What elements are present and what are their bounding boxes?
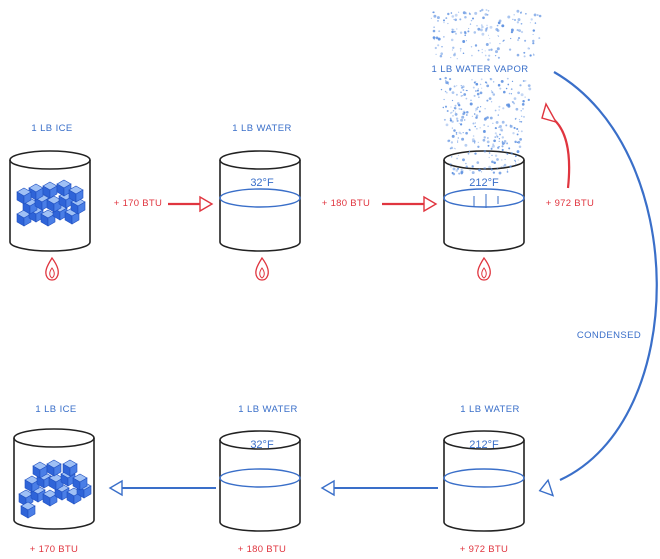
condensed-arrow [538,71,658,497]
vaporize-energy-label: + 972 BTU [546,198,594,209]
top-ice-label: 1 LB ICE [31,123,72,134]
flame-icon [255,257,270,281]
top-water-label: 1 LB WATER [232,123,291,134]
bottom-hot-water-container [443,430,525,532]
arrow-ice-to-water [168,195,214,213]
condense-energy-label: + 972 BTU [460,544,508,555]
top-ice-container [9,150,91,252]
arrow-boiling-to-vapor [541,102,571,189]
top-boiling-container [443,150,525,252]
cool-energy-label: + 180 BTU [238,544,286,555]
bottom-ice-container [13,428,95,530]
vapor-label: 1 LB WATER VAPOR [431,64,528,75]
arrow-hot-to-cold [320,479,438,497]
top-boiling-temp: 212°F [469,177,499,189]
flame-icon [45,257,60,281]
arrow-cold-to-ice [108,479,216,497]
condensed-label: CONDENSED [577,330,641,341]
heat-energy-label: + 180 BTU [322,198,370,209]
flame-icon [477,257,492,281]
bottom-ice-label: 1 LB ICE [35,404,76,415]
ice-cubes-icon [18,459,92,519]
top-water-container [219,150,301,252]
bottom-cold-water-container [219,430,301,532]
arrow-water-to-boiling [382,195,438,213]
melt-energy-label: + 170 BTU [114,198,162,209]
bottom-hot-water-label: 1 LB WATER [460,404,519,415]
bottom-cold-water-label: 1 LB WATER [238,404,297,415]
freeze-energy-label: + 170 BTU [30,544,78,555]
ice-cubes-icon [16,179,86,227]
bottom-hot-temp: 212°F [469,439,499,451]
bottom-cold-temp: 32°F [250,439,274,451]
steam-icon [430,8,542,176]
top-water-temp: 32°F [250,177,274,189]
